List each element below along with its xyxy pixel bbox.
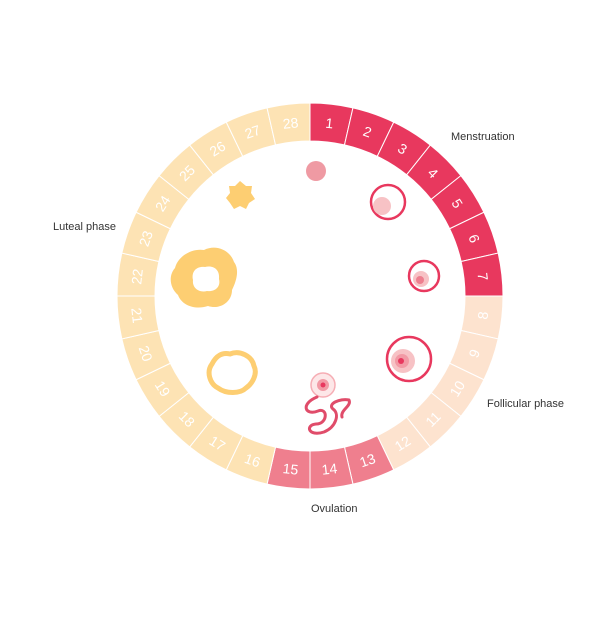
day-label-27: 27 xyxy=(243,122,263,142)
day-label-19: 19 xyxy=(152,378,174,400)
day-label-10: 10 xyxy=(446,378,468,400)
follicular-phase-label: Follicular phase xyxy=(487,398,565,410)
day-label-8: 8 xyxy=(475,311,492,321)
day-label-24: 24 xyxy=(152,192,174,214)
secondary-follicle-icon xyxy=(407,259,441,293)
day-label-17: 17 xyxy=(207,432,229,454)
day-label-26: 26 xyxy=(207,138,229,160)
day-label-1: 1 xyxy=(325,115,335,132)
day-label-16: 16 xyxy=(243,450,263,470)
day-label-15: 15 xyxy=(282,460,299,478)
egg-dot-icon xyxy=(306,161,326,181)
day-segment-28 xyxy=(266,102,311,146)
day-label-23: 23 xyxy=(136,228,156,248)
day-label-21: 21 xyxy=(128,307,146,324)
day-label-14: 14 xyxy=(321,460,338,478)
ovulation-icon xyxy=(304,372,351,435)
day-label-28: 28 xyxy=(282,114,299,132)
ovulation-label: Ovulation xyxy=(311,503,358,515)
day-label-13: 13 xyxy=(357,450,377,470)
day-label-20: 20 xyxy=(136,343,156,363)
corpus-albicans-icon xyxy=(206,350,258,395)
day-label-12: 12 xyxy=(392,432,414,454)
corpus-luteum-icon xyxy=(170,247,238,308)
mature-follicle-icon xyxy=(385,335,433,383)
luteal-phase-label: Luteal phase xyxy=(53,221,116,233)
primary-follicle-icon xyxy=(369,183,407,221)
day-label-7: 7 xyxy=(475,272,492,282)
menstruation-label: Menstruation xyxy=(451,131,515,143)
day-label-22: 22 xyxy=(128,268,146,285)
small-corpus-icon xyxy=(226,181,255,209)
